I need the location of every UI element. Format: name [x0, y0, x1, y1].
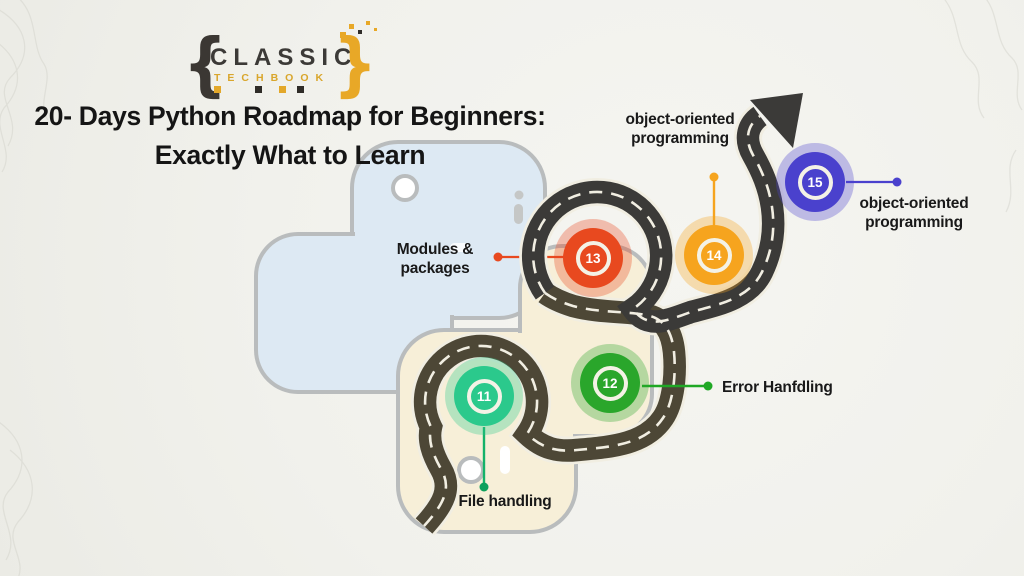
milestone-12: 12: [571, 344, 649, 422]
label-oop-right: object-oriented programming: [859, 195, 969, 231]
pixel-square: [340, 32, 346, 38]
pixel-square: [255, 86, 262, 93]
page-title: 20- Days Python Roadmap for Beginners: E…: [12, 97, 568, 175]
pixel-square: [374, 28, 377, 31]
milestone-11: 11: [445, 357, 523, 435]
pixel-square: [214, 86, 221, 93]
title-line-1: 20- Days Python Roadmap for Beginners:: [34, 101, 546, 131]
label-oop-top: object-oriented programming: [625, 111, 735, 147]
python-eye-icon: [391, 174, 419, 202]
label-file-handling: File handling: [458, 493, 552, 510]
brand-subtitle: TECHBOOK: [214, 72, 331, 84]
brand-name: CLASSIC: [210, 44, 358, 71]
road-arrow-icon: [750, 93, 803, 148]
milestone-number: 14: [706, 247, 722, 263]
label-modules-packages: Modules & packages: [396, 241, 474, 277]
milestone-15: 15: [776, 143, 854, 221]
milestone-number: 11: [476, 388, 492, 404]
python-eye-icon: [457, 456, 485, 484]
connectors: [479, 172, 902, 492]
pixel-square: [366, 21, 370, 25]
milestone-13: 13: [554, 219, 632, 297]
brand-brace-right: }: [333, 23, 378, 106]
milestone-14: 14: [675, 216, 753, 294]
road: [411, 93, 803, 536]
pixel-square: [358, 30, 362, 34]
milestone-number: 12: [602, 375, 618, 391]
title-line-2: Exactly What to Learn: [154, 140, 426, 170]
pixel-square: [349, 24, 354, 29]
pixel-square: [297, 86, 304, 93]
label-error-handling: Error Hanfdling: [722, 379, 833, 396]
milestone-number: 15: [807, 174, 823, 190]
pixel-square: [279, 86, 286, 93]
milestone-number: 13: [585, 250, 601, 266]
brand-logo: { CLASSIC TECHBOOK }: [183, 20, 393, 100]
